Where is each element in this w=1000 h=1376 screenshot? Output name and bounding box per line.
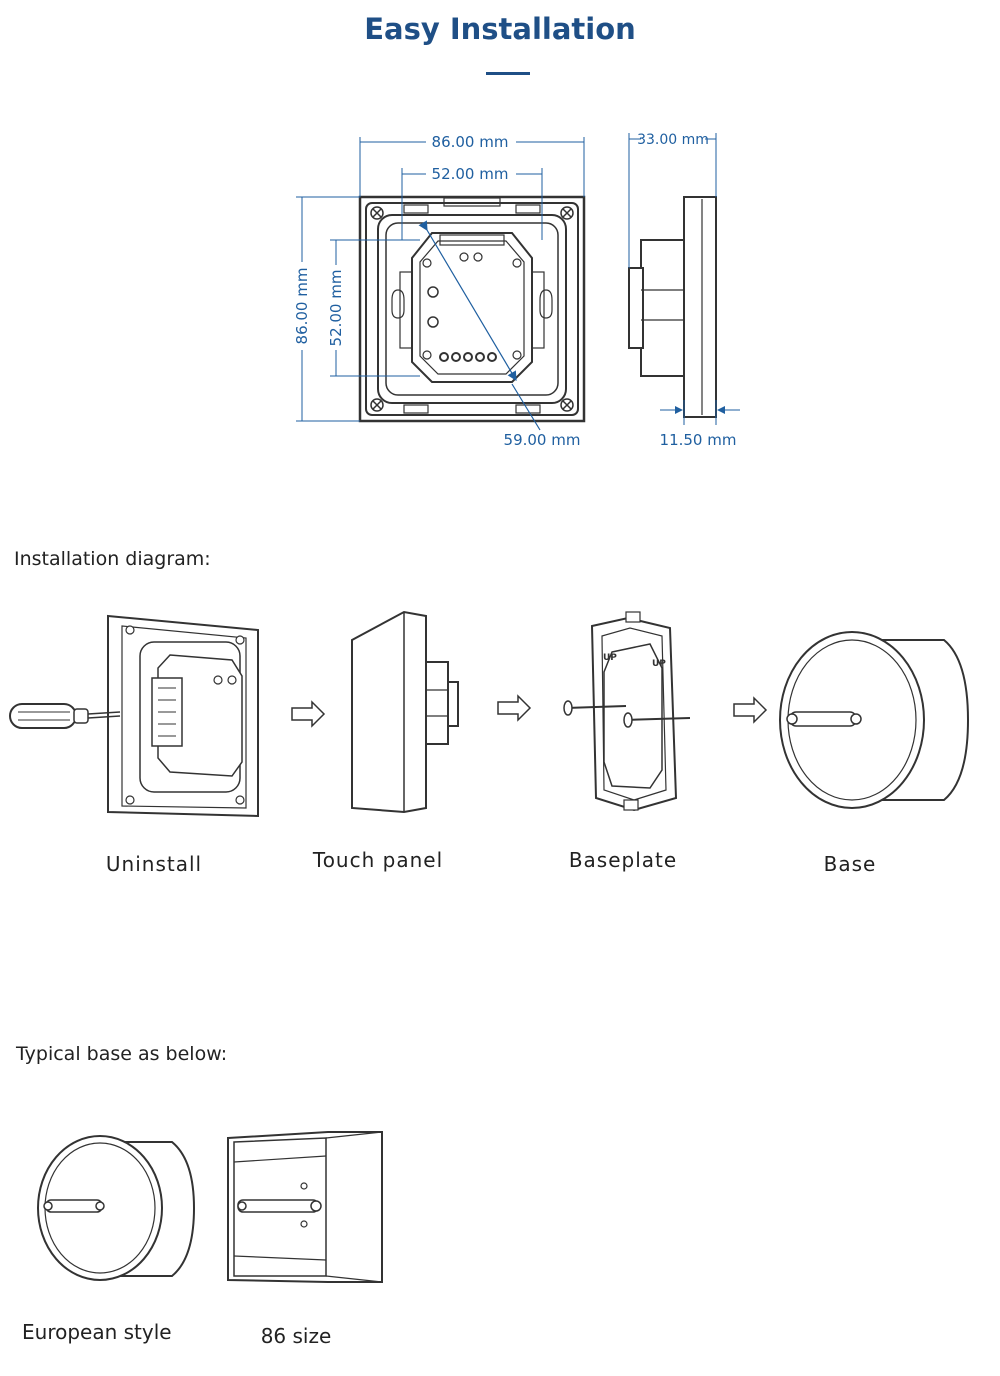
installation-steps: UP UP <box>9 610 970 818</box>
touch-panel-illustration <box>351 610 459 814</box>
dim-height-outer: 86.00 mm <box>293 268 311 345</box>
dim-thickness: 11.50 mm <box>660 431 737 449</box>
title-underline <box>486 72 530 75</box>
base-illustration <box>779 631 970 809</box>
page-title: Easy Installation <box>364 12 636 46</box>
dim-height-inner: 52.00 mm <box>327 270 345 347</box>
step-arrows <box>291 694 768 728</box>
dim-width-inner: 52.00 mm <box>432 165 509 183</box>
typical-base-label: Typical base as below: <box>16 1043 228 1065</box>
step-caption-uninstall: Uninstall <box>105 852 203 876</box>
step-caption-touch-panel: Touch panel <box>312 848 444 872</box>
typical-bases <box>37 1131 383 1283</box>
uninstall-illustration <box>9 614 259 818</box>
front-view <box>358 195 586 423</box>
typical-caption-european: European style <box>22 1320 172 1344</box>
dim-depth: 33.00 mm <box>637 132 709 148</box>
step-caption-base: Base <box>823 852 877 876</box>
side-view <box>628 196 717 418</box>
dim-diagonal: 59.00 mm <box>504 431 581 449</box>
typical-caption-86-size: 86 size <box>260 1324 332 1348</box>
86-size-base-illustration <box>227 1131 383 1283</box>
european-base-illustration <box>37 1135 196 1281</box>
step-caption-baseplate: Baseplate <box>568 848 678 872</box>
baseplate-illustration <box>563 611 691 812</box>
baseplate-up-mark-right: UP <box>652 659 666 669</box>
installation-label: Installation diagram: <box>14 548 211 570</box>
dimension-drawing: 86.00 mm 52.00 mm 86.00 mm 52.00 mm 59.0… <box>293 132 740 449</box>
dim-width-outer: 86.00 mm <box>432 133 509 151</box>
baseplate-up-mark-left: UP <box>603 653 617 663</box>
